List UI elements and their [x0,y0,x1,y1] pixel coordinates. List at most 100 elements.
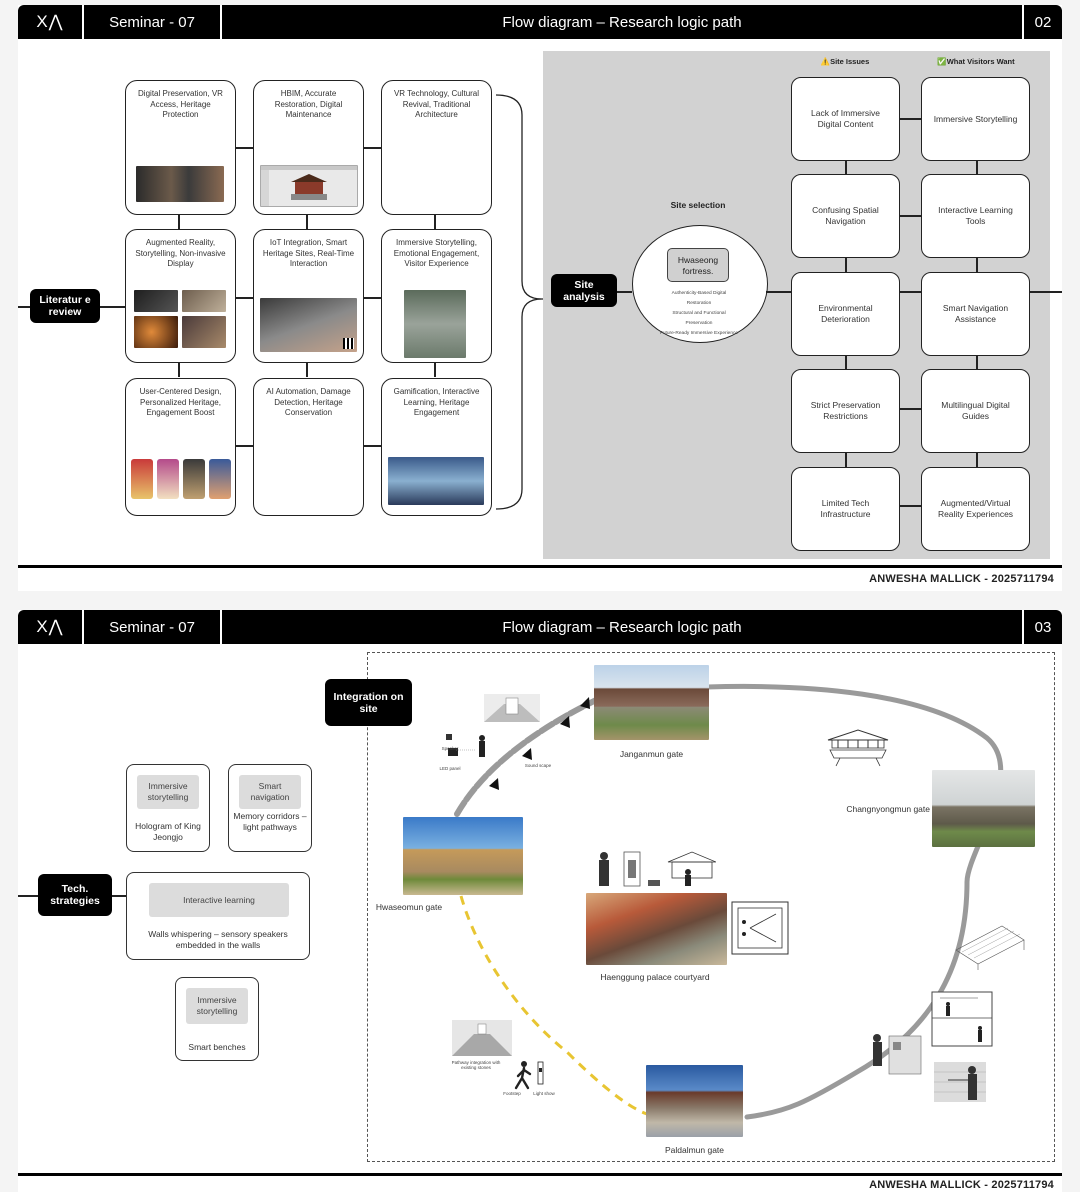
lit-card-text: AI Automation, Damage Detection, Heritag… [266,387,351,417]
route-arrow [560,716,570,728]
want-box: Interactive Learning Tools [921,174,1030,258]
strategy-box-hologram: Immersive storytelling Hologram of King … [126,764,210,852]
tech-strategies-pill: Tech. strategies [38,874,112,916]
site-points: Authenticity-Based Digital Restoration S… [643,289,755,339]
connector [178,213,180,229]
lit-card-text: Augmented Reality, Storytelling, Non-inv… [135,238,226,268]
photo-janganmun-gate [594,665,709,740]
lit-card-text: Gamification, Interactive Learning, Heri… [393,387,480,417]
header-divider [220,610,222,644]
janganmun-label: Janganmun gate [619,749,684,759]
bench-person-sketch [873,1034,922,1075]
photo-hbim-software [260,165,358,207]
yellow-pathway [459,895,648,1116]
slide-02: X⋀ Seminar - 07 Flow diagram – Research … [18,5,1062,591]
slide-title: Flow diagram – Research logic path [502,13,742,31]
integration-on-site-pill: Integration on site [325,679,412,726]
photo-ar-1 [134,290,178,312]
connector [617,291,632,293]
visitor-wants-header: ✅What Visitors Want [937,57,1015,66]
want-box: Immersive Storytelling [921,77,1030,161]
connector [898,118,922,120]
light-show-label: Light show [533,1091,555,1096]
section-sketch [931,991,993,1047]
connector [235,445,253,447]
lit-card-text: VR Technology, Cultural Revival, Traditi… [393,89,480,119]
photo-haenggung-palace [586,893,727,965]
footer-rule [18,565,1062,568]
wall-touch-sketch [934,1062,986,1102]
header-divider [1022,610,1024,644]
site-circle [632,225,768,343]
changnyongmun-label: Changnyongmun gate [846,804,930,814]
logo: X⋀ [36,12,64,31]
qr-code-icon [343,338,354,349]
site-name-box: Hwaseong fortress. [667,248,729,282]
bench-plan-sketch [731,901,789,955]
strategy-box-memory-corridors: Smart navigation Memory corridors – ligh… [228,764,312,852]
connector [363,147,381,149]
issue-box: Strict Preservation Restrictions [791,369,900,453]
pathway-label: Pathway integration with existing stones [451,1060,501,1070]
issue-box: Confusing Spatial Navigation [791,174,900,258]
strategy-caption: Walls whispering – sensory speakers embe… [148,929,288,950]
strategy-tag: Interactive learning [149,883,289,917]
phone-screen-1 [131,459,153,499]
paldalmun-label: Paldalmun gate [664,1145,725,1155]
hwaseomun-label: Hwaseomun gate [375,902,443,912]
page-number: 02 [1034,13,1052,31]
photo-hwaseomun-gate [403,817,523,895]
lit-card-text: Immersive Storytelling, Emotional Engage… [393,238,480,268]
integration-frame [367,652,1055,1162]
connector [434,361,436,377]
speaker-led-sketch [446,734,485,757]
connector [898,215,922,217]
page-number: 03 [1034,618,1052,636]
sound-scape-label: Sound scape [524,763,552,768]
connector [766,291,792,293]
strategy-tag: Immersive storytelling [186,988,248,1024]
want-box: Multilingual Digital Guides [921,369,1030,453]
connector [1029,291,1062,293]
slide-03: X⋀ Seminar - 07 Flow diagram – Research … [18,610,1062,1192]
site-selection-heading: Site selection [670,200,726,210]
lit-card-gamification: Gamification, Interactive Learning, Heri… [381,378,492,516]
site-analysis-pill: Site analysis [551,274,617,307]
site-issues-header: ⚠️Site Issues [820,57,870,66]
issue-box: Environmental Deterioration [791,272,900,356]
lit-card-hbim: HBIM, Accurate Restoration, Digital Main… [253,80,364,215]
photo-ar-4 [182,316,226,348]
connector [363,445,381,447]
site-point: Authenticity-Based Digital [671,291,727,296]
lit-card-vr-technology: VR Technology, Cultural Revival, Traditi… [381,80,492,215]
wall-speaker-sketch [955,925,1025,970]
strategy-caption: Hologram of King Jeongjo [135,821,201,842]
connector [898,291,922,293]
haenggung-label: Haenggung palace courtyard [600,972,710,982]
lit-card-ai-automation: AI Automation, Damage Detection, Heritag… [253,378,364,516]
slide-title: Flow diagram – Research logic path [502,618,742,636]
route-arrow [489,778,499,790]
lit-card-immersive-storytelling: Immersive Storytelling, Emotional Engage… [381,229,492,363]
hologram-sketch [599,851,716,887]
want-box: Augmented/Virtual Reality Experiences [921,467,1030,551]
author-footer: ANWESHA MALLICK - 2025711794 [869,573,1054,585]
connector [178,361,180,377]
connector [306,361,308,377]
route-arrow [522,748,532,760]
strategy-caption: Memory corridors – light pathways [233,811,307,832]
header-divider [1022,5,1024,39]
photo-ar-3 [134,316,178,348]
lit-card-augmented-reality: Augmented Reality, Storytelling, Non-inv… [125,229,236,363]
issue-box: Lack of Immersive Digital Content [791,77,900,161]
photo-iot-table [260,298,357,352]
photo-changnyongmun-gate [932,770,1035,847]
lit-card-iot: IoT Integration, Smart Heritage Sites, R… [253,229,364,363]
strategy-box-smart-benches: Immersive storytelling Smart benches [175,977,259,1061]
route-path [454,687,620,817]
pavilion-model-image [261,166,357,206]
literature-review-pill: Literatur e review [30,289,100,323]
site-point: Future-Ready Immersive Experience [659,331,739,336]
speaker-label: Speaker [441,746,459,751]
strategy-box-walls-whispering: Interactive learning Walls whispering – … [126,872,310,960]
